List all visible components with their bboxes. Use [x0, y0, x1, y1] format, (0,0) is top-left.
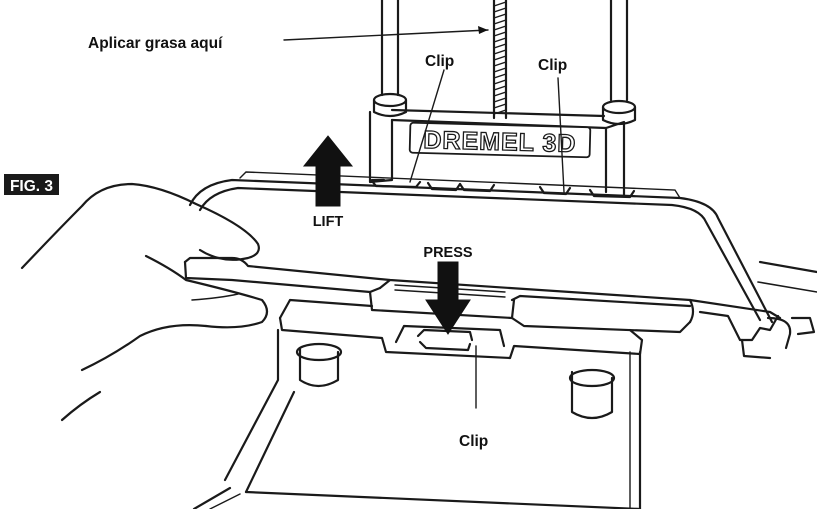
figure-badge-text: FIG. 3	[10, 178, 53, 195]
grease-leader-arrowhead	[478, 26, 488, 34]
vertical-rods	[372, 0, 637, 126]
brand-plate	[408, 121, 592, 159]
clip-label-right: Clip	[538, 57, 567, 74]
figure-badge: FIG. 3	[4, 174, 59, 195]
leader-lines	[283, 26, 565, 409]
hand	[20, 182, 269, 422]
clip-left-leader-line	[409, 69, 445, 183]
build-plate	[188, 171, 774, 324]
support-posts	[295, 342, 616, 420]
lead-screw	[492, 0, 508, 120]
clip-label-bottom: Clip	[459, 433, 488, 450]
grease-leader-line	[283, 29, 489, 41]
carriage-arm: DREMEL 3D	[368, 108, 626, 198]
press-arrow	[425, 261, 471, 335]
lift-arrow	[302, 135, 354, 207]
clip-label-left: Clip	[425, 53, 454, 70]
clip-right-leader-line	[557, 77, 565, 193]
lift-label: LIFT	[313, 214, 344, 230]
base-frame	[192, 328, 642, 509]
press-label: PRESS	[423, 245, 472, 261]
table-edge	[757, 260, 817, 293]
brand-logo: DREMEL 3D	[423, 126, 577, 158]
grease-label: Aplicar grasa aquí	[88, 35, 223, 52]
front-rail	[183, 256, 816, 360]
